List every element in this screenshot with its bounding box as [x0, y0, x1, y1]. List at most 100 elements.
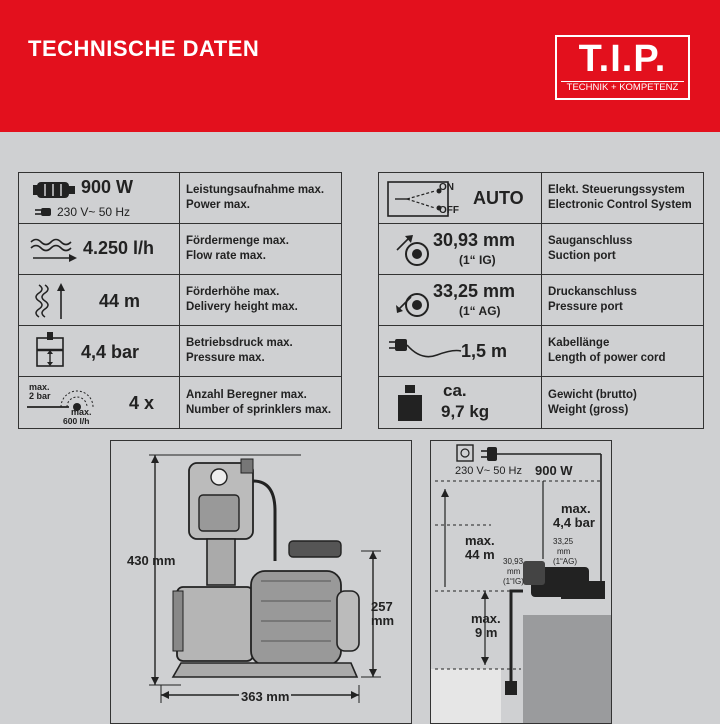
install-watt: 900 W [535, 463, 573, 478]
power-description: Leistungsaufnahme max. Power max. [186, 173, 324, 223]
delivery-height-icon [35, 283, 65, 319]
spec-row-height: 44 m Förderhöhe max. Delivery height max… [19, 275, 341, 326]
depth-dimension-line1: 257 [371, 599, 393, 614]
pressure-description: Betriebsdruck max. Pressure max. [186, 326, 293, 376]
suction-port-icon [396, 235, 429, 266]
control-value: AUTO [473, 188, 524, 208]
desc-en: Power max. [186, 199, 250, 211]
install-head-line1: max. [465, 533, 495, 548]
desc-en: Pressure max. [186, 352, 265, 364]
spec-row-cable: 1,5 m Kabellänge Length of power cord [379, 326, 703, 377]
logo-tagline: TECHNIK + KOMPETENZ [561, 81, 684, 94]
desc-de: Druckanschluss [548, 286, 637, 298]
install-pressure-port-line1: 33,25 [553, 537, 574, 546]
plug-icon [35, 208, 51, 216]
column-divider [541, 173, 542, 428]
suction-thread: (1“ IG) [459, 253, 496, 267]
install-pressure-line2: 4,4 bar [553, 515, 595, 530]
installation-drawing [431, 444, 611, 723]
column-divider [179, 173, 180, 428]
desc-de: Sauganschluss [548, 235, 633, 247]
voltage-value: 230 V~ 50 Hz [57, 205, 131, 219]
install-suction-depth-line2: 9 m [475, 625, 498, 640]
right-spec-table: ON OFF AUTO Elekt. Steuerungssystem Elec… [378, 172, 704, 429]
power-cord-icon [389, 339, 462, 358]
spec-row-suction: 30,93 mm (1“ IG) Sauganschluss Suction p… [379, 224, 703, 275]
desc-de: Betriebsdruck max. [186, 337, 293, 349]
desc-de: Kabellänge [548, 337, 610, 349]
switch-on-label: ON [439, 182, 454, 193]
tip-logo: T.I.P. TECHNIK + KOMPETENZ [555, 35, 690, 100]
icon-max2-label: max. [71, 407, 92, 417]
control-description: Elekt. Steuerungssystem Electronic Contr… [548, 173, 692, 223]
desc-de: Gewicht (brutto) [548, 388, 637, 401]
flow-wave-icon [30, 238, 77, 262]
install-power: 230 V~ 50 Hz [455, 465, 522, 477]
sprinkler-icon [27, 390, 94, 411]
pressure-port-value: 33,25 mm [433, 281, 516, 301]
desc-de: Förderhöhe max. [186, 286, 280, 298]
height-description: Förderhöhe max. Delivery height max. [186, 275, 298, 325]
weight-icon [398, 385, 422, 421]
desc-en: Weight (gross) [548, 403, 629, 416]
spec-row-sprinklers: max. 2 bar max. 600 l/h 4 x Anzahl Bereg… [19, 377, 341, 428]
pump-drawing [149, 454, 381, 703]
desc-de: Anzahl Beregner max. [186, 388, 307, 401]
sprinklers-description: Anzahl Beregner max. Number of sprinkler… [186, 377, 331, 428]
spec-row-pressure: 4,4 bar Betriebsdruck max. Pressure max. [19, 326, 341, 377]
switch-off-label: OFF [439, 205, 459, 216]
installation-diagram-panel: 230 V~ 50 Hz 900 W max. 4,4 bar max. 44 … [430, 440, 612, 724]
left-spec-table: 900 W 230 V~ 50 Hz Leistungsaufnahme max… [18, 172, 342, 429]
desc-en: Length of power cord [548, 352, 666, 364]
spec-row-pressure-port: 33,25 mm (1“ AG) Druckanschluss Pressure… [379, 275, 703, 326]
icon-bar-label: 2 bar [29, 391, 51, 401]
desc-en: Suction port [548, 250, 616, 262]
flow-description: Fördermenge max. Flow rate max. [186, 224, 289, 274]
pressure-port-icon [396, 293, 429, 317]
spec-row-control: ON OFF AUTO Elekt. Steuerungssystem Elec… [379, 173, 703, 224]
install-pressure-line1: max. [561, 501, 591, 516]
desc-en: Delivery height max. [186, 301, 298, 313]
pressure-port-thread: (1“ AG) [459, 304, 501, 318]
width-dimension: 363 mm [239, 689, 292, 704]
install-pressure-port-line3: (1“AG) [553, 557, 577, 566]
weight-description: Gewicht (brutto) Weight (gross) [548, 377, 637, 428]
pressure-gauge-icon [36, 332, 64, 367]
suction-value: 30,93 mm [433, 230, 516, 250]
install-suction-depth-line1: max. [471, 611, 501, 626]
desc-en: Pressure port [548, 301, 623, 313]
install-pressure-port-line2: mm [557, 547, 571, 556]
header-bar: TECHNISCHE DATEN T.I.P. TECHNIK + KOMPET… [0, 0, 720, 132]
height-dimension: 430 mm [127, 553, 176, 568]
icon-max-label: max. [29, 382, 50, 392]
install-suction-port-line2: mm [507, 567, 521, 576]
icon-flow-label: 600 l/h [63, 416, 90, 426]
depth-dimension-line2: mm [371, 613, 395, 628]
suction-description: Sauganschluss Suction port [548, 224, 632, 274]
flow-value: 4.250 l/h [83, 238, 155, 258]
desc-de: Leistungsaufnahme max. [186, 184, 325, 196]
pressure-port-description: Druckanschluss Pressure port [548, 275, 637, 325]
install-suction-port-line1: 30,93 [503, 557, 524, 566]
desc-en: Electronic Control System [548, 199, 692, 211]
page-title: TECHNISCHE DATEN [28, 36, 260, 61]
height-value: 44 m [99, 291, 141, 311]
switch-icon [387, 181, 449, 217]
motor-icon [33, 182, 75, 198]
spec-row-weight: ca. 9,7 kg Gewicht (brutto) Weight (gros… [379, 377, 703, 428]
desc-en: Number of sprinklers max. [186, 403, 332, 416]
spec-row-flow: 4.250 l/h Fördermenge max. Flow rate max… [19, 224, 341, 275]
weight-prefix: ca. [443, 381, 467, 400]
weight-value: 9,7 kg [441, 402, 490, 421]
dimension-drawing-panel: 430 mm 257 mm 363 mm [110, 440, 412, 724]
desc-de: Elekt. Steuerungssystem [548, 184, 685, 196]
desc-de: Fördermenge max. [186, 235, 289, 247]
sprinklers-value: 4 x [129, 393, 155, 413]
desc-en: Flow rate max. [186, 250, 266, 262]
install-head-line2: 44 m [465, 547, 495, 562]
pressure-value: 4,4 bar [81, 342, 140, 362]
power-value: 900 W [81, 177, 134, 197]
install-suction-port-line3: (1“IG) [503, 577, 524, 586]
spec-row-power: 900 W 230 V~ 50 Hz Leistungsaufnahme max… [19, 173, 341, 224]
cable-description: Kabellänge Length of power cord [548, 326, 666, 376]
